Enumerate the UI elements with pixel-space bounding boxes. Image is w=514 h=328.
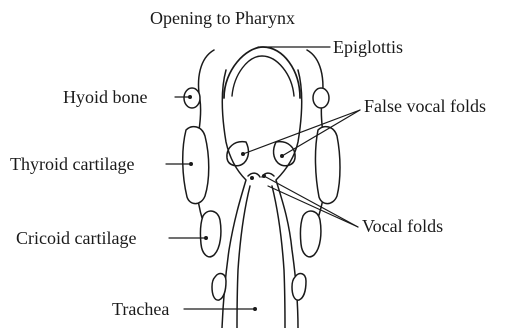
epiglottis-shape: [224, 47, 300, 98]
cricoid-dot: [204, 236, 208, 240]
thyroid-dot: [189, 162, 193, 166]
label-false-vocal-folds: False vocal folds: [364, 97, 486, 115]
label-trachea: Trachea: [112, 300, 169, 318]
thyroid-cartilage-left: [183, 127, 209, 204]
airway-inner-right: [272, 186, 285, 328]
label-thyroid-cartilage: Thyroid cartilage: [10, 155, 134, 173]
vocal-folds-dot-a: [262, 174, 266, 178]
false-vocal-fold-right: [274, 142, 296, 166]
thyroid-cartilage-right: [315, 127, 340, 204]
epiglottis-inner: [232, 56, 294, 96]
false-folds-dot-left: [241, 152, 245, 156]
false-folds-dot-right: [280, 154, 284, 158]
vocal-fold-left: [248, 173, 260, 177]
cricoid-cartilage-left: [200, 211, 221, 257]
hyoid-bone-left: [184, 88, 200, 108]
label-cricoid-cartilage: Cricoid cartilage: [16, 229, 136, 247]
hyoid-dot: [188, 95, 192, 99]
vocal-folds-dot-b: [250, 176, 254, 180]
cricoid-cartilage-right: [300, 211, 321, 257]
trachea-dot: [253, 307, 257, 311]
tracheal-ring-right: [292, 274, 306, 301]
label-hyoid-bone: Hyoid bone: [63, 88, 148, 106]
label-vocal-folds: Vocal folds: [362, 217, 443, 235]
hyoid-bone-right: [313, 88, 329, 108]
tracheal-ring-left: [212, 274, 226, 301]
label-epiglottis: Epiglottis: [333, 38, 403, 56]
label-opening-to-pharynx: Opening to Pharynx: [150, 9, 295, 27]
